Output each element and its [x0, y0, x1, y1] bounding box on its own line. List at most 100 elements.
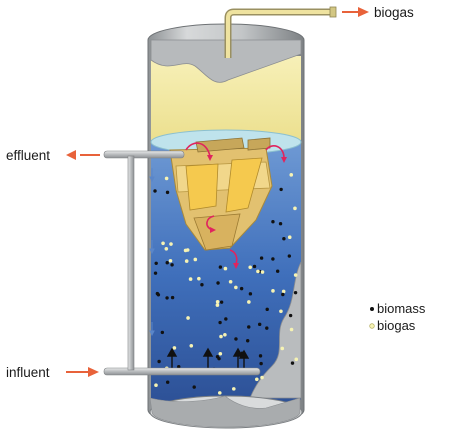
- biogas-bubble: [189, 343, 194, 348]
- biogas-bubble: [215, 299, 220, 304]
- biogas-bubble: [260, 270, 265, 274]
- biogas-bubble: [188, 277, 193, 281]
- biogas-bubble: [256, 269, 260, 274]
- torn-shell-top: [150, 39, 302, 83]
- biogas-bubble: [154, 383, 158, 387]
- biomass-particle: [234, 337, 238, 341]
- biomass-particle: [247, 325, 251, 329]
- gas-zone: [151, 56, 301, 140]
- three-phase-separator: [169, 137, 273, 251]
- biomass-particle: [279, 187, 283, 192]
- biomass-particle: [219, 300, 224, 304]
- curved-arrow-icon: [229, 249, 238, 265]
- torn-shell-bottom: [249, 261, 302, 399]
- biomass-particle: [154, 261, 158, 265]
- arrow-icon: [88, 367, 99, 377]
- biomass-particle: [248, 292, 253, 296]
- biogas-bubble: [186, 316, 190, 320]
- biogas-bubble: [161, 241, 165, 246]
- effluent-label: effluent: [6, 148, 50, 163]
- biomass-particle: [288, 313, 293, 318]
- biomass-particle: [265, 326, 269, 330]
- biomass-particle: [160, 330, 165, 335]
- arrow-icon: [281, 157, 287, 163]
- biogas-bubble: [260, 375, 264, 380]
- biogas-bubble: [164, 176, 169, 181]
- biogas-bubble: [232, 387, 236, 391]
- connecting-pipe: [127, 155, 135, 371]
- biomass-particle: [281, 292, 285, 297]
- biogas-bubble: [280, 346, 285, 351]
- biogas-bubble: [168, 258, 173, 263]
- biomass-particle: [265, 307, 269, 312]
- biogas-outlet-label: biogas: [374, 5, 414, 20]
- biogas-bubble: [271, 289, 275, 293]
- biomass-particle: [271, 220, 275, 224]
- biomass-particle: [165, 296, 169, 300]
- biogas-bubble: [218, 352, 223, 356]
- biomass-particle: [153, 271, 158, 275]
- biogas-bubble: [289, 327, 294, 332]
- biogas-bubble: [169, 242, 173, 246]
- biomass-particle: [155, 291, 160, 296]
- biomass-particle: [246, 339, 250, 343]
- arrow-icon: [207, 155, 213, 161]
- arrow-icon: [210, 227, 216, 233]
- biogas-bubble: [234, 285, 238, 290]
- biomass-legend-dot: [370, 307, 374, 311]
- arrow-icon: [358, 7, 369, 17]
- upflow-arrows: [166, 347, 250, 370]
- biogas-bubble: [247, 300, 251, 304]
- biomass-particle: [218, 265, 223, 269]
- influent-pipe: [103, 367, 261, 376]
- biogas-bubble: [279, 309, 283, 314]
- biogas-bubble: [293, 273, 298, 277]
- biogas-bubble: [184, 259, 189, 263]
- legend-biogas: biogas: [377, 318, 416, 333]
- arrow-icon: [233, 263, 239, 269]
- biomass-particle: [290, 361, 295, 365]
- biogas-bubble: [289, 173, 294, 177]
- biomass-particle: [170, 295, 175, 300]
- curved-arrow-icon: [185, 142, 211, 157]
- biomass-particle: [287, 254, 292, 258]
- arrow-icon: [66, 150, 76, 160]
- biomass-particle: [200, 283, 204, 287]
- biogas-legend-dot: [369, 323, 375, 329]
- biomass-particle: [215, 354, 220, 359]
- biogas-bubble: [281, 289, 286, 294]
- biogas-bubble: [164, 246, 169, 251]
- biogas-bubble: [172, 346, 177, 350]
- biomass-particle: [282, 237, 286, 241]
- biomass-particle: [271, 257, 275, 261]
- biomass-particle: [275, 269, 280, 273]
- biomass-particle: [259, 361, 263, 366]
- biomass-particle: [153, 189, 157, 193]
- biomass-particle: [165, 261, 169, 265]
- biomass-particle: [192, 385, 196, 389]
- biomass-particle: [239, 286, 244, 291]
- biogas-bubble: [219, 334, 223, 339]
- biogas-bubble: [197, 276, 201, 281]
- biogas-bubble: [217, 391, 222, 395]
- curved-arrow-icon: [265, 145, 285, 159]
- biomass-particle: [177, 365, 181, 369]
- biomass-particle: [224, 317, 228, 321]
- biogas-bubble: [287, 235, 292, 240]
- biomass-particle: [170, 263, 174, 267]
- biomass-particle: [293, 290, 298, 295]
- biomass-particle: [257, 322, 262, 327]
- biogas-bubble: [223, 332, 227, 337]
- biogas-bubble: [293, 206, 297, 211]
- biomass-particle: [216, 281, 220, 285]
- biogas-bubble: [185, 248, 190, 252]
- biogas-bubble: [223, 266, 228, 271]
- biomass-particle: [259, 256, 264, 260]
- biogas-bubble: [248, 265, 253, 270]
- biogas-bubble: [193, 257, 198, 262]
- legend-biomass: biomass: [377, 301, 426, 316]
- biogas-bubble: [228, 279, 233, 284]
- biomass-particle: [157, 359, 161, 364]
